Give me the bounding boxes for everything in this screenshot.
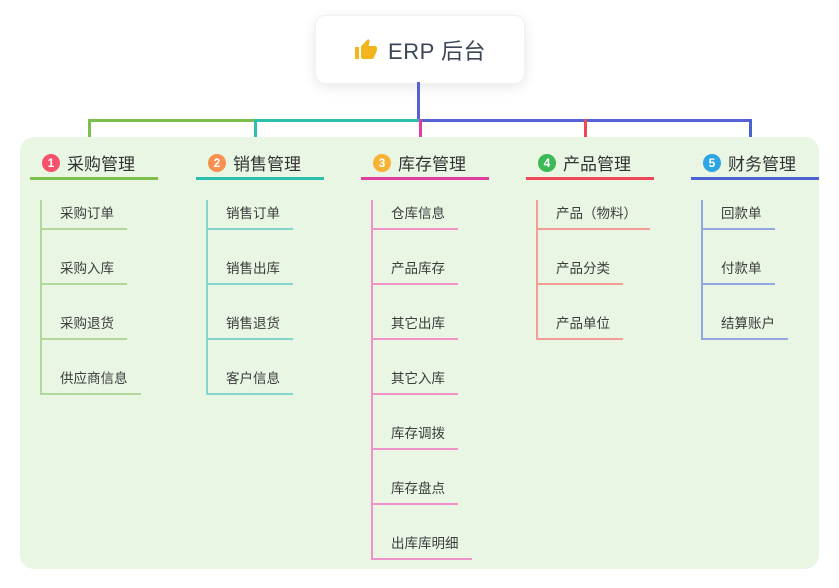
- branch-items: 仓库信息产品库存其它出库其它入库库存调拨库存盘点出库库明细: [371, 200, 472, 560]
- mindmap-panel: [20, 137, 819, 569]
- branch-items: 回款单付款单结算账户: [701, 200, 788, 340]
- item-label: 产品单位: [556, 316, 610, 331]
- root-node[interactable]: ERP 后台: [315, 15, 525, 84]
- item-label: 供应商信息: [60, 371, 128, 386]
- branch-topic[interactable]: 5 财务管理: [691, 148, 819, 180]
- tree-item[interactable]: 采购退货: [42, 310, 127, 340]
- tree-item[interactable]: 其它出库: [373, 310, 458, 340]
- branch-title: 产品管理: [563, 155, 631, 174]
- branch-items: 产品（物料） 产品分类产品单位: [536, 200, 650, 340]
- item-label: 产品库存: [391, 261, 445, 276]
- branch-column: 3 库存管理 仓库信息产品库存其它出库其它入库库存调拨库存盘点出库库明细: [361, 148, 489, 560]
- branch-column: 1 采购管理 采购订单采购入库采购退货供应商信息: [30, 148, 158, 395]
- item-label: 销售退货: [226, 316, 280, 331]
- branch-title: 采购管理: [67, 155, 135, 174]
- tree-item[interactable]: 出库库明细: [373, 530, 472, 560]
- item-label: 采购订单: [60, 206, 114, 221]
- branch-items: 销售订单销售出库销售退货客户信息: [206, 200, 293, 395]
- tree-item[interactable]: 库存调拨: [373, 420, 458, 450]
- root-title: ERP 后台: [388, 38, 486, 64]
- trunk-segment: [254, 119, 419, 122]
- tree-item[interactable]: 产品库存: [373, 255, 458, 285]
- item-label: 付款单: [721, 261, 762, 276]
- item-label: 销售订单: [226, 206, 280, 221]
- branch-number-badge: 3: [373, 153, 391, 172]
- tree-item[interactable]: 销售出库: [208, 255, 293, 285]
- tree-item[interactable]: 其它入库: [373, 365, 458, 395]
- tree-item[interactable]: 结算账户: [703, 310, 788, 340]
- tree-item[interactable]: 库存盘点: [373, 475, 458, 505]
- tree-item[interactable]: 仓库信息: [373, 200, 458, 230]
- tree-item[interactable]: 销售退货: [208, 310, 293, 340]
- tree-item[interactable]: 销售订单: [208, 200, 293, 230]
- branch-drop: [584, 119, 587, 145]
- branch-number-badge: 1: [42, 153, 60, 172]
- item-label: 库存调拨: [391, 426, 445, 441]
- branch-topic[interactable]: 2 销售管理: [196, 148, 324, 180]
- branch-title: 财务管理: [728, 155, 796, 174]
- item-label: 其它出库: [391, 316, 445, 331]
- branch-number-badge: 2: [208, 153, 226, 172]
- branch-title: 库存管理: [398, 155, 466, 174]
- tree-item[interactable]: 产品分类: [538, 255, 623, 285]
- tree-item[interactable]: 采购入库: [42, 255, 127, 285]
- item-label: 其它入库: [391, 371, 445, 386]
- item-label: 出库库明细: [391, 536, 459, 551]
- item-label: 采购退货: [60, 316, 114, 331]
- item-label: 客户信息: [226, 371, 280, 386]
- item-label: 仓库信息: [391, 206, 445, 221]
- item-label: 回款单: [721, 206, 762, 221]
- item-label: 采购入库: [60, 261, 114, 276]
- thumbs-up-icon: [355, 38, 378, 59]
- tree-item[interactable]: 采购订单: [42, 200, 127, 230]
- branch-column: 4 产品管理 产品（物料） 产品分类产品单位: [526, 148, 654, 340]
- branch-drop: [749, 119, 752, 145]
- branch-title: 销售管理: [233, 155, 301, 174]
- branch-drop: [419, 119, 422, 145]
- item-label: 产品（物料）: [556, 206, 637, 221]
- item-label: 销售出库: [226, 261, 280, 276]
- item-label: 库存盘点: [391, 481, 445, 496]
- trunk-segment: [88, 119, 254, 122]
- tree-item[interactable]: 产品单位: [538, 310, 623, 340]
- branch-column: 5 财务管理 回款单付款单结算账户: [691, 148, 819, 340]
- branch-drop: [88, 119, 91, 145]
- item-label: 产品分类: [556, 261, 610, 276]
- branch-column: 2 销售管理 销售订单销售出库销售退货客户信息: [196, 148, 324, 395]
- branch-topic[interactable]: 4 产品管理: [526, 148, 654, 180]
- root-connector: [417, 82, 420, 120]
- branch-topic[interactable]: 1 采购管理: [30, 148, 158, 180]
- tree-item[interactable]: 回款单: [703, 200, 775, 230]
- tree-item[interactable]: 付款单: [703, 255, 775, 285]
- branch-topic[interactable]: 3 库存管理: [361, 148, 489, 180]
- branch-drop: [254, 119, 257, 145]
- tree-item[interactable]: 客户信息: [208, 365, 293, 395]
- item-label: 结算账户: [721, 316, 775, 331]
- branch-items: 采购订单采购入库采购退货供应商信息: [40, 200, 141, 395]
- tree-item[interactable]: 产品（物料）: [538, 200, 650, 230]
- tree-item[interactable]: 供应商信息: [42, 365, 141, 395]
- branch-number-badge: 5: [703, 153, 721, 172]
- branch-number-badge: 4: [538, 153, 556, 172]
